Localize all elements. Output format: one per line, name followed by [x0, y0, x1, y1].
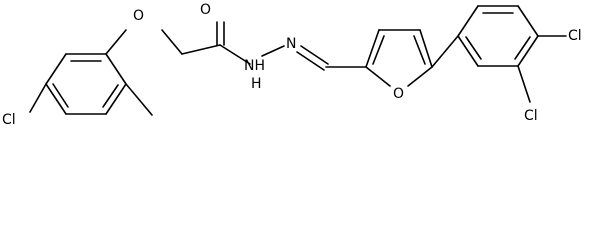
- dichlorophenyl-ring: [457, 5, 539, 67]
- bond-ring1-2: [105, 53, 127, 85]
- bond-ring1-6: [45, 53, 67, 85]
- bond-ring2-inner-b: [514, 36, 531, 60]
- chlorotolyl-ring: [45, 53, 127, 115]
- chlorine-label-right-top: Cl: [568, 28, 582, 44]
- bond-ring2-4: [517, 35, 539, 67]
- carbonyl-oxygen-label: O: [200, 2, 211, 18]
- bond-n-ch-a: [300, 45, 329, 65]
- bond-ring-o-ether: [105, 29, 127, 55]
- structure-canvas: Cl O O NH H N O Cl Cl: [2, 2, 582, 128]
- bond-ring1-inner-c: [52, 83, 69, 108]
- chlorine-label-left: Cl: [2, 112, 16, 128]
- bond-furan-aryl: [431, 35, 459, 68]
- chlorine-label-right-bottom: Cl: [524, 108, 538, 124]
- bond-co-nh: [219, 44, 251, 65]
- furan-oxygen-label: O: [393, 86, 404, 102]
- bond-o-ch2: [161, 29, 183, 55]
- bond-ring2-6: [457, 35, 479, 67]
- nh-hydrogen-label: H: [251, 76, 262, 92]
- bond-methyl: [125, 83, 153, 116]
- bond-ring2-3: [517, 5, 539, 37]
- bond-furan-inner-a: [372, 35, 385, 65]
- bond-c-cl-left: [29, 83, 47, 113]
- imine-nitrogen-label: N: [286, 36, 296, 52]
- bond-ring1-3: [105, 83, 127, 115]
- ether-oxygen-label: O: [133, 8, 144, 24]
- bond-c-cl-right-bottom: [517, 65, 531, 103]
- nh-label: NH: [244, 58, 265, 74]
- bond-ch2-co: [181, 44, 221, 55]
- bond-ring2-inner-c: [465, 36, 482, 60]
- bond-furan-3: [419, 29, 433, 68]
- bond-n-ch-b: [296, 51, 325, 71]
- bond-ring1-5: [45, 83, 67, 115]
- bond-furan-5: [365, 66, 391, 87]
- bond-furan-4: [407, 66, 433, 87]
- bond-ring2-1: [457, 5, 479, 37]
- bond-nh-n: [261, 45, 285, 57]
- furan-ring: [365, 29, 433, 87]
- bond-ring1-inner-b: [102, 84, 119, 108]
- bond-furan-1: [365, 29, 380, 68]
- bond-furan-inner-b: [413, 35, 426, 65]
